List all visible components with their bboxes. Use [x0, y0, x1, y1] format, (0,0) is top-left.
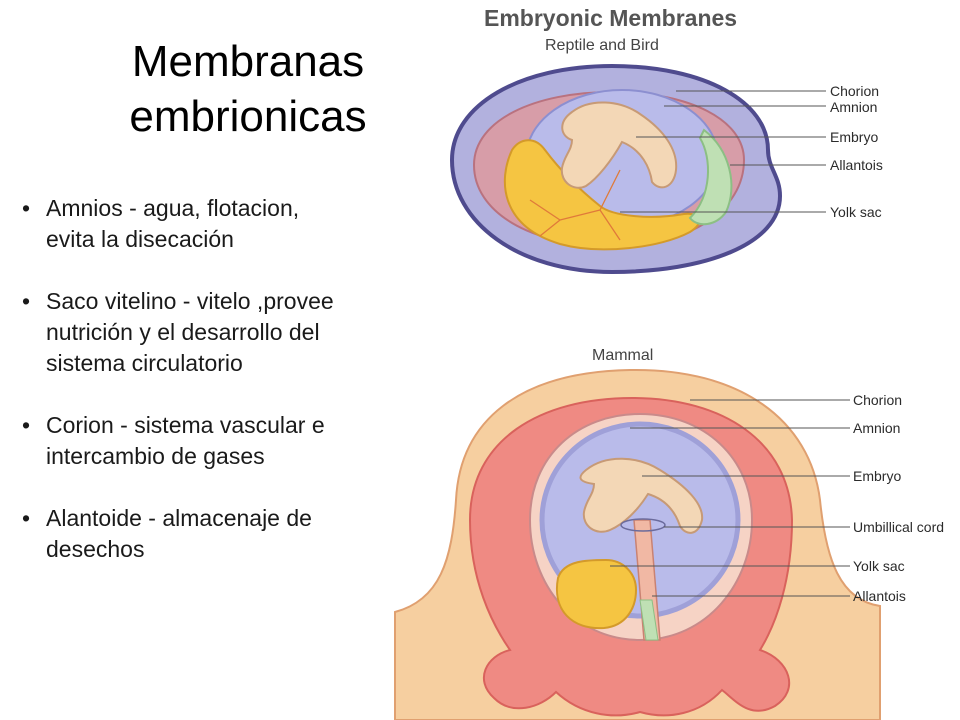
mammal-label-allantois: Allantois	[853, 588, 906, 604]
egg-embryo	[560, 101, 678, 189]
mammal-label-umbilical-cord: Umbillical cord	[853, 519, 944, 535]
label-amnion: Amnion	[830, 99, 877, 115]
egg-yolk-vessels	[529, 169, 621, 241]
title-line-1: Membranas	[131, 37, 365, 86]
bullet-corion: Corion - sistema vascular e intercambio …	[22, 410, 442, 472]
label-embryo: Embryo	[830, 129, 878, 145]
mammal-leaders	[610, 399, 850, 597]
bullet-line: evita la disecación	[46, 226, 234, 252]
slide-title: Membranas embrionicas	[0, 34, 496, 144]
mammal-embryo	[579, 457, 704, 534]
mammal-cord-ring	[620, 518, 666, 532]
bullet-list: Amnios - agua, flotacion, evita la disec…	[22, 193, 442, 596]
bullet-line: intercambio de gases	[46, 443, 265, 469]
label-yolk-sac: Yolk sac	[830, 204, 882, 220]
bullet-line: Corion - sistema vascular e	[46, 412, 325, 438]
bullet-line: Amnios - agua, flotacion,	[46, 195, 300, 221]
bullet-line: Saco vitelino - vitelo ,provee	[46, 288, 334, 314]
egg-allantois	[688, 128, 733, 226]
bullet-saco-vitelino: Saco vitelino - vitelo ,provee nutrición…	[22, 286, 442, 379]
mammal-yolk-sac	[555, 558, 638, 630]
mammal-embryo-diagram	[394, 368, 881, 720]
bullet-line: nutrición y el desarrollo del	[46, 319, 320, 345]
figure-title: Embryonic Membranes	[484, 5, 737, 31]
reptile-bird-subtitle: Reptile and Bird	[545, 37, 659, 54]
mammal-allantois	[639, 599, 659, 641]
mammal-label-amnion: Amnion	[853, 420, 900, 436]
label-allantois: Allantois	[830, 157, 883, 173]
mammal-label-chorion: Chorion	[853, 392, 902, 408]
mammal-subtitle: Mammal	[592, 347, 653, 364]
title-line-2: embrionicas	[129, 92, 367, 141]
reptile-bird-egg	[449, 63, 783, 275]
label-chorion: Chorion	[830, 83, 879, 99]
mammal-label-embryo: Embryo	[853, 468, 901, 484]
embryonic-membranes-figure: Embryonic Membranes Reptile and Bird Cho…	[394, 5, 944, 720]
bullet-line: Alantoide - almacenaje de	[46, 505, 312, 531]
bullet-line: sistema circulatorio	[46, 350, 243, 376]
bullet-line: desechos	[46, 536, 145, 562]
bullet-amnios: Amnios - agua, flotacion, evita la disec…	[22, 193, 442, 255]
reptile-bird-leaders	[620, 90, 826, 213]
mammal-label-yolk-sac: Yolk sac	[853, 558, 905, 574]
bullet-alantoide: Alantoide - almacenaje de desechos	[22, 503, 442, 565]
egg-yolk-sac	[503, 139, 701, 251]
